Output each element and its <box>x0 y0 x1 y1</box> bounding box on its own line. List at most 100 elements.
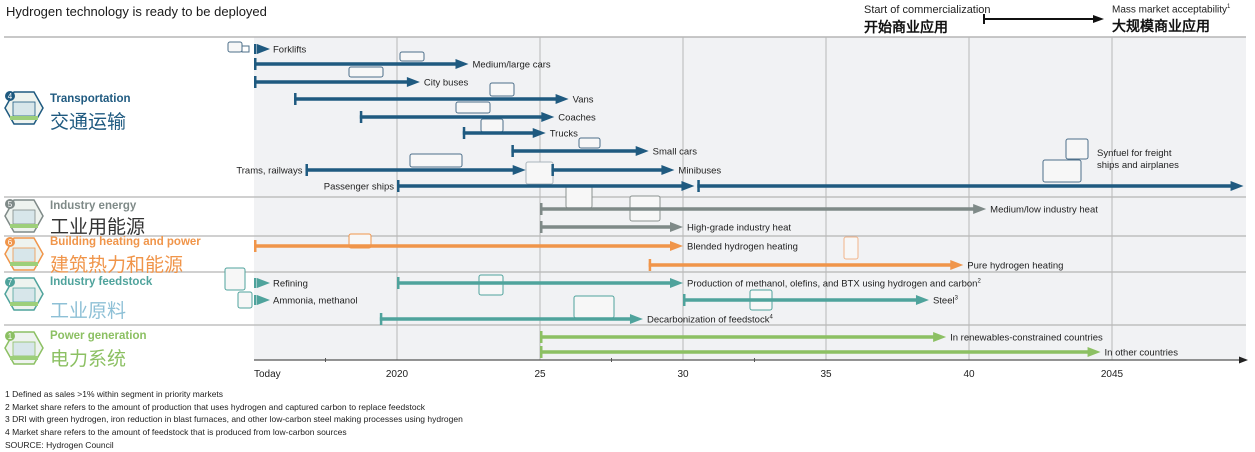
timeline-bar: Forklifts <box>254 44 307 56</box>
bar-arrowhead <box>1230 181 1244 191</box>
bar-arrowhead <box>629 314 643 324</box>
svg-text:5: 5 <box>8 200 13 209</box>
grid-lines <box>4 36 1246 360</box>
bar-arrowhead <box>1087 347 1101 357</box>
timeline-bar: Trams, railways <box>236 164 526 177</box>
footnote-2: 2 Market share refers to the amount of p… <box>5 401 426 412</box>
chart-title: Hydrogen technology is ready to be deplo… <box>6 4 267 19</box>
footnote-3: 3 DRI with green hydrogen, iron reductio… <box>5 414 463 424</box>
bar-label: Trams, railways <box>236 166 302 177</box>
benzene-icon <box>478 274 504 296</box>
legend-start-en: Start of commercialization <box>864 4 991 16</box>
bar-label: Ammonia, methanol <box>273 296 357 307</box>
cargo-ship-icon <box>1042 159 1082 183</box>
passenger-ship-icon <box>525 161 554 185</box>
category-label-en: Building heating and power <box>50 236 201 248</box>
bar-arrowhead <box>950 260 964 270</box>
legend-end-sup: 1 <box>1227 4 1231 10</box>
bar-start-cap <box>254 44 257 54</box>
timeline-bar: In other countries <box>540 346 1178 359</box>
bar-label: Pure hydrogen heating <box>967 261 1063 272</box>
footnote-ref: 4 <box>769 315 773 321</box>
footnote-4: 4 Market share refers to the amount of f… <box>5 426 347 437</box>
bar-label: In other countries <box>1105 348 1179 359</box>
bar-arrowhead <box>681 181 695 191</box>
power-plant-icon: 1 <box>4 331 44 365</box>
category-label-cn: 电力系统 <box>50 349 127 370</box>
flame-icon <box>843 236 859 260</box>
source-note: SOURCE: Hydrogen Council <box>5 440 114 450</box>
x-tick-label: 25 <box>534 369 546 380</box>
category-label-cn: 建筑热力和能源 <box>50 255 184 276</box>
category-label-en: Power generation <box>50 330 147 342</box>
bar-label: Medium/large cars <box>473 60 551 71</box>
x-tick-label: 30 <box>677 369 689 380</box>
timeline-bar: Medium/low industry heat <box>540 203 1098 216</box>
footnote-ref: 2 <box>977 279 981 285</box>
timeline-bar: Minibuses <box>551 164 721 177</box>
bar-label: Small cars <box>653 147 698 158</box>
bar-arrowhead <box>670 278 683 288</box>
bar-start-cap <box>254 278 257 288</box>
x-tick-label: 2020 <box>386 369 409 380</box>
bar-arrowhead <box>512 165 526 175</box>
airplane-icon <box>1065 138 1089 160</box>
coach-icon <box>455 101 491 114</box>
timeline-bar: Small cars <box>511 145 697 158</box>
timeline-bar: Passenger ships <box>324 180 695 193</box>
timeline-bar: Coaches <box>359 111 596 124</box>
timeline-bar: Vans <box>294 93 594 106</box>
legend-arrow-icon <box>983 14 1104 24</box>
bar-label: City buses <box>424 78 469 89</box>
building-icon: 6 <box>4 237 44 271</box>
legend-end-cn: 大规模商业应用 <box>1112 18 1210 35</box>
forklift-icon <box>227 41 250 53</box>
bar-arrowhead <box>670 241 683 251</box>
timeline-bar: Pure hydrogen heating <box>648 259 1063 272</box>
legend-end-en: Mass market acceptability <box>1112 4 1228 16</box>
bar-arrowhead <box>406 77 420 87</box>
footnote-ref: 3 <box>955 296 959 302</box>
van-icon <box>489 82 515 97</box>
bar-label: Medium/low industry heat <box>990 205 1098 216</box>
category-label-en: Industry energy <box>50 200 137 212</box>
bar-arrowhead <box>257 44 270 54</box>
bar-label: Coaches <box>558 113 596 124</box>
transport-station-icon: 4 <box>4 91 44 125</box>
timeline-bar: In renewables-constrained countries <box>540 331 1103 344</box>
svg-text:1: 1 <box>8 332 13 341</box>
bar-arrowhead <box>532 128 546 138</box>
bus-icon <box>348 66 384 78</box>
timeline-bar: Blended hydrogen heating <box>254 240 798 253</box>
bar-label: Minibuses <box>678 166 721 177</box>
timeline-bar: High-grade industry heat <box>540 221 791 234</box>
bar-arrowhead <box>915 295 929 305</box>
svg-text:4: 4 <box>8 92 13 101</box>
bar-label: Production of methanol, olefins, and BTX… <box>687 279 981 290</box>
bar-arrowhead <box>670 222 683 232</box>
car-icon <box>399 51 425 62</box>
bar-arrowhead <box>933 332 947 342</box>
bar-start-cap <box>254 295 257 305</box>
footnotes: 1 Defined as sales >1% within segment in… <box>5 388 463 452</box>
bar-label: Vans <box>573 95 594 106</box>
category-label-cn: 交通运输 <box>50 112 127 133</box>
refinery-icon <box>224 267 246 291</box>
tram-icon <box>409 153 463 168</box>
x-tick-label: 2045 <box>1101 369 1124 380</box>
bar-arrowhead <box>973 204 987 214</box>
footnote-1: 1 Defined as sales >1% within segment in… <box>5 389 224 399</box>
factory-icon: 5 <box>4 199 44 233</box>
legend-end: Mass market acceptability1 大规模商业应用 <box>1112 4 1230 36</box>
category-label-en: Industry feedstock <box>50 276 153 288</box>
timeline-bar: City buses <box>254 76 468 89</box>
bar-label: Decarbonization of feedstock4 <box>647 315 774 326</box>
legend-start: Start of commercialization 开始商业应用 <box>864 4 991 37</box>
category-label-en: Transportation <box>50 93 131 105</box>
bar-arrowhead <box>555 94 569 104</box>
